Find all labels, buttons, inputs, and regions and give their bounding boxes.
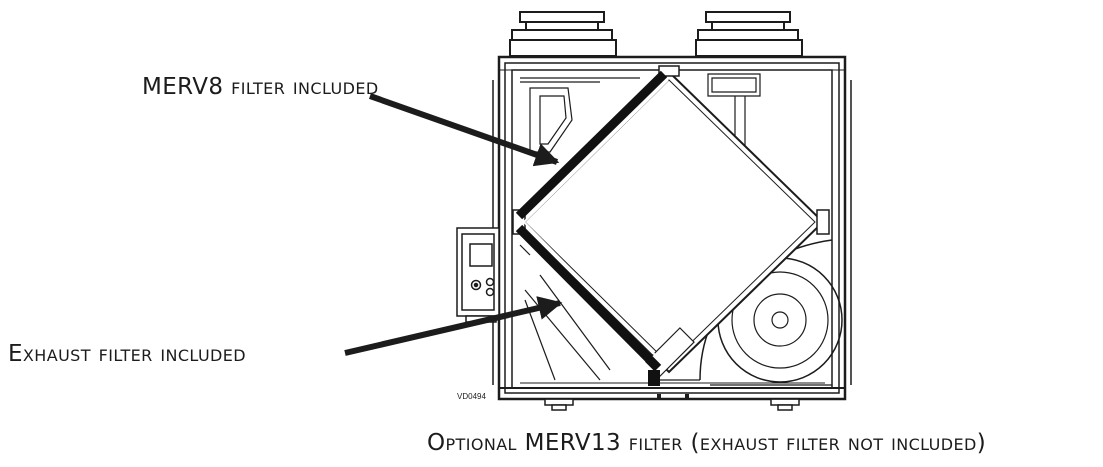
top-port-right	[695, 11, 803, 57]
merv8-filter-label: MERV8 filter included	[142, 74, 379, 100]
merv13-filter-label: Optional MERV13 filter (exhaust filter n…	[427, 430, 987, 456]
merv8-arrow	[369, 93, 560, 167]
control-box	[456, 227, 500, 323]
exhaust-filter-label: Exhaust filter included	[8, 341, 247, 367]
exhaust-filter	[515, 221, 663, 372]
bottom-marker-right	[685, 394, 689, 398]
exhaust-arrow	[344, 296, 563, 356]
bottom-marker-left	[657, 394, 661, 398]
bottom-filter-slot	[648, 370, 660, 386]
feet	[544, 398, 800, 411]
cabinet-interior	[519, 73, 761, 381]
heat-recovery-core	[512, 65, 830, 377]
top-port-left	[509, 11, 617, 57]
drawing-code: VD0494	[457, 392, 486, 401]
merv8-filter	[515, 70, 669, 223]
